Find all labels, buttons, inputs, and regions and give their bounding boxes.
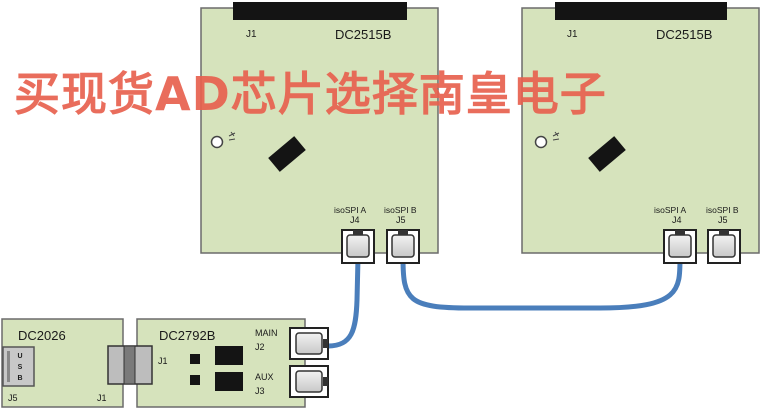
aux-label: AUX xyxy=(255,372,274,382)
left-j5-port[interactable] xyxy=(386,229,420,264)
dc2026-name: DC2026 xyxy=(18,328,66,343)
right-port-a-ref: J4 xyxy=(672,215,682,225)
aux-ref: J3 xyxy=(255,386,265,396)
component-chip-2 xyxy=(190,375,200,385)
board-dc2792b: DC2792B J1 MAIN J2 AUX J3 xyxy=(136,318,329,408)
usb-letter-s: S xyxy=(18,364,23,371)
component-chip-3 xyxy=(215,346,243,365)
led-icon xyxy=(534,135,548,149)
board-dc2515b-right: J1 DC2515B isoSPI A J4 isoSPI B J5 xyxy=(521,2,760,264)
usb-letter-u: U xyxy=(17,353,22,360)
right-port-b-ref: J5 xyxy=(718,215,728,225)
aux-j3-port[interactable] xyxy=(289,365,329,398)
led-rays-icon xyxy=(228,131,236,141)
left-j1-label: J1 xyxy=(246,29,257,40)
left-j4-port[interactable] xyxy=(341,229,375,264)
right-board-name: DC2515B xyxy=(656,27,712,42)
led-rays-icon xyxy=(552,131,560,141)
right-port-b-label: isoSPI B xyxy=(706,205,739,215)
right-port-a-label: isoSPI A xyxy=(654,205,686,215)
main-label: MAIN xyxy=(255,328,278,338)
dc2026-j5-label: J5 xyxy=(8,393,18,403)
left-port-b-ref: J5 xyxy=(396,215,406,225)
component-chip-1 xyxy=(190,354,200,364)
led-icon xyxy=(210,135,224,149)
dc2026-j1-label: J1 xyxy=(97,393,107,403)
left-port-a-ref: J4 xyxy=(350,215,360,225)
right-j5-port[interactable] xyxy=(707,229,741,264)
main-j2-port[interactable] xyxy=(289,327,329,360)
left-port-a-label: isoSPI A xyxy=(334,205,366,215)
usb-letter-b: B xyxy=(17,375,22,382)
main-ref: J2 xyxy=(255,342,265,352)
isospi-cable-main-to-a xyxy=(325,255,361,349)
usb-connector[interactable]: U S B xyxy=(2,346,35,387)
right-j4-port[interactable] xyxy=(663,229,697,264)
dc2792b-j1-label: J1 xyxy=(158,356,168,366)
component-chip-4 xyxy=(215,372,243,391)
connector-j1-right xyxy=(555,2,727,20)
board-dc2026: DC2026 U S B J5 J1 xyxy=(1,318,124,408)
board-to-board-connector xyxy=(107,345,153,385)
ic-chip xyxy=(588,136,626,172)
ic-chip xyxy=(268,136,306,172)
left-board-name: DC2515B xyxy=(335,27,391,42)
isospi-cable-b-to-a xyxy=(400,255,683,311)
connector-j1-left xyxy=(233,2,407,20)
dc2792b-name: DC2792B xyxy=(159,328,215,343)
left-port-b-label: isoSPI B xyxy=(384,205,417,215)
right-j1-label: J1 xyxy=(567,29,578,40)
board-dc2515b-left: J1 DC2515B isoSPI A J4 isoSPI B J5 xyxy=(200,2,439,264)
